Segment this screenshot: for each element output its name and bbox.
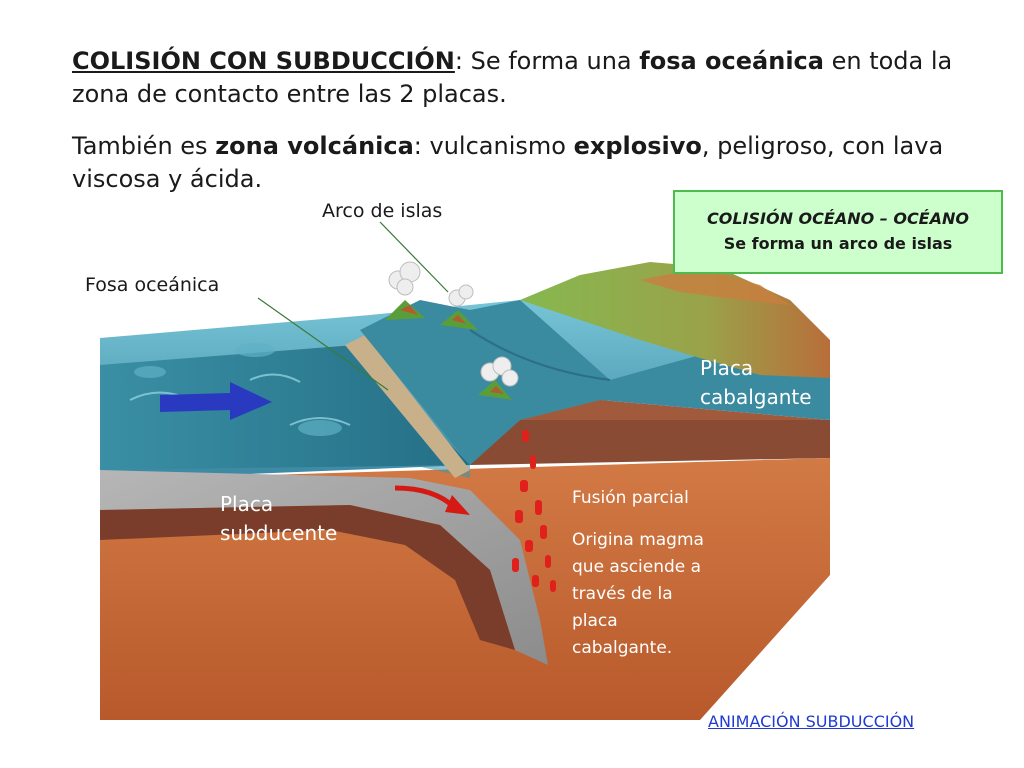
info-box-subtitle: Se forma un arco de islas	[723, 234, 953, 253]
subducting-plate-section	[100, 470, 548, 665]
intro-p2-text-2: : vulcanismo	[413, 132, 574, 160]
info-box-ocean-ocean: COLISIÓN OCÉANO – OCÉANO Se forma un arc…	[673, 190, 1003, 274]
volcanic-islands	[385, 300, 512, 400]
intro-p2-text-3: , peligroso, con lava viscosa y ácida.	[72, 132, 944, 193]
info-box-title: COLISIÓN OCÉANO – OCÉANO	[707, 209, 969, 228]
magma-blobs	[512, 430, 556, 592]
intro-p2-text-1: También es	[72, 132, 216, 160]
subduction-arrow	[394, 485, 470, 515]
leader-lines	[257, 221, 449, 391]
label-ocean-trench: Fosa oceánica	[85, 274, 220, 296]
land-mass	[520, 262, 830, 378]
eruption-plumes	[388, 261, 519, 387]
intro-paragraph-2: También es zona volcánica: vulcanismo ex…	[72, 130, 972, 196]
trench	[345, 335, 470, 478]
overriding-plate	[360, 300, 830, 465]
subduction-animation-link[interactable]: ANIMACIÓN SUBDUCCIÓN	[708, 712, 915, 731]
magma-origin-line-2: que asciende a	[572, 557, 702, 577]
label-magma-origin: Origina magma que asciende a través de l…	[572, 527, 704, 662]
magma-origin-line-1: Origina magma	[572, 530, 704, 550]
intro-p2-bold-1: zona volcánica	[215, 132, 414, 160]
label-island-arc: Arco de islas	[322, 200, 443, 222]
label-partial-melting: Fusión parcial	[572, 488, 689, 508]
label-overriding-plate-line-2: cabalgante	[700, 385, 812, 409]
magma-origin-line-4: placa	[572, 611, 618, 631]
intro-p1-bold-1: fosa oceánica	[639, 47, 824, 75]
intro-paragraph-1: COLISIÓN CON SUBDUCCIÓN: Se forma una fo…	[72, 45, 972, 111]
plate-motion-arrow	[160, 382, 272, 420]
label-subducting-plate-line-1: Placa	[220, 492, 274, 516]
label-overriding-plate: Placa cabalgante	[700, 354, 812, 412]
intro-p2-bold-2: explosivo	[573, 132, 702, 160]
label-overriding-plate-line-1: Placa	[700, 356, 754, 380]
intro-p1-text-2: en toda la zona de contacto entre las 2 …	[72, 47, 953, 108]
magma-origin-line-5: cabalgante.	[572, 638, 673, 658]
label-subducting-plate: Placa subducente	[220, 490, 337, 548]
intro-p1-text-1: : Se forma una	[454, 47, 640, 75]
magma-origin-line-3: través de la	[572, 584, 673, 604]
subduction-title: COLISIÓN CON SUBDUCCIÓN	[72, 47, 455, 75]
label-subducting-plate-line-2: subducente	[220, 521, 338, 545]
